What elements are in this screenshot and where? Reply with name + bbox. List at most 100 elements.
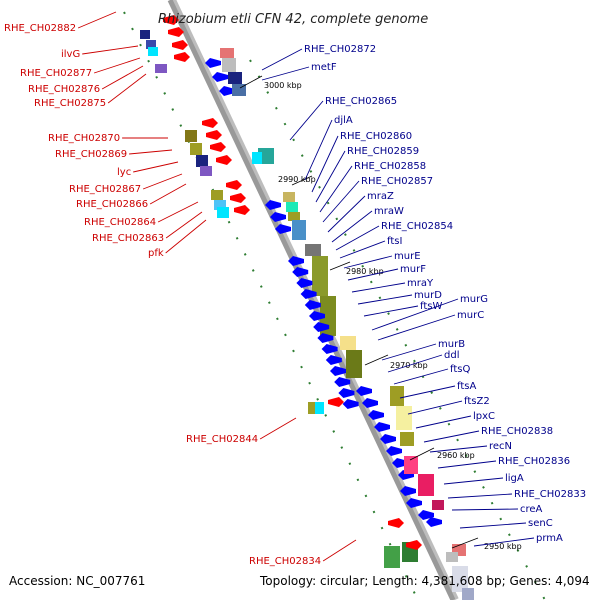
accession-text: Accession: NC_007761 [9, 574, 146, 588]
feature-block [404, 456, 418, 474]
tick-label-2960-kbp: 2960 kbp [437, 451, 475, 460]
genome-backbone [167, 0, 456, 600]
label-leader [443, 477, 504, 485]
gene-label-pfk: pfk [148, 248, 164, 259]
label-leader [351, 282, 406, 293]
gene-label-mure: murE [394, 251, 421, 262]
feature-block [222, 58, 236, 72]
gene-label-mraz: mraZ [367, 191, 394, 202]
gene-label-murg: murG [460, 294, 488, 305]
label-leader [165, 211, 203, 239]
reverse-gene-arrow [368, 410, 384, 420]
label-leader [315, 150, 346, 203]
forward-gene-arrow [234, 205, 250, 215]
gene-label-rhe-ch02859: RHE_CH02859 [347, 146, 419, 157]
gene-label-rhe-ch02860: RHE_CH02860 [340, 131, 412, 142]
label-leader [343, 255, 393, 269]
feature-block [200, 166, 212, 176]
forward-gene-arrow [168, 27, 184, 37]
gene-label-rhe-ch02867: RHE_CH02867 [69, 184, 141, 195]
feature-layer [123, 0, 546, 600]
label-leader [347, 268, 399, 281]
gene-label-crea: creA [520, 504, 543, 515]
feature-block [315, 402, 324, 414]
gene-label-rhe-ch02858: RHE_CH02858 [354, 161, 426, 172]
gene-label-mraw: mraW [374, 206, 404, 217]
gene-label-rhe-ch02864: RHE_CH02864 [84, 217, 156, 228]
gene-label-rhe-ch02876: RHE_CH02876 [28, 84, 100, 95]
forward-gene-arrow [206, 130, 222, 140]
feature-block [140, 30, 150, 39]
label-leader [377, 314, 456, 341]
feature-block [155, 64, 167, 73]
feature-block [146, 40, 156, 49]
label-leader [473, 537, 535, 547]
reverse-gene-arrow [338, 388, 355, 398]
label-leader [331, 210, 373, 243]
label-leader [393, 368, 449, 385]
forward-gene-arrow [230, 193, 246, 203]
gene-label-prma: prmA [536, 533, 563, 544]
label-leader [133, 161, 179, 173]
label-leader [363, 305, 419, 317]
gene-label-rhe-ch02865: RHE_CH02865 [325, 96, 397, 107]
forward-gene-arrow [406, 540, 422, 550]
feature-block [452, 566, 468, 592]
label-leader [107, 73, 147, 104]
tick-label-3000-kbp: 3000 kbp [264, 81, 302, 90]
gene-label-murd: murD [414, 290, 442, 301]
gene-label-rhe-ch02844: RHE_CH02844 [186, 434, 258, 445]
label-leader [371, 298, 459, 331]
feature-block [384, 546, 400, 568]
label-leader [93, 57, 141, 74]
label-leader [459, 522, 527, 529]
label-leader [149, 183, 187, 205]
reverse-gene-arrow [309, 311, 325, 321]
gene-label-lyc: lyc [117, 167, 131, 178]
feature-block [288, 212, 300, 221]
gene-label-rhe-ch02833: RHE_CH02833 [514, 489, 586, 500]
gene-label-ilvg: ilvG [61, 49, 80, 60]
gene-label-rhe-ch02838: RHE_CH02838 [481, 426, 553, 437]
reverse-gene-arrow [321, 344, 338, 354]
reverse-gene-arrow [265, 200, 281, 210]
label-leader [327, 195, 366, 233]
label-leader [357, 294, 413, 305]
gene-label-ftsw: ftsW [420, 301, 442, 312]
label-leader [423, 430, 480, 443]
reverse-gene-arrow [362, 398, 378, 408]
gene-label-liga: ligA [505, 473, 524, 484]
feature-block [286, 202, 298, 212]
map-title: Rhizobium etli CFN 42, complete genome [158, 12, 428, 27]
label-leader [381, 343, 437, 361]
gene-label-rhe-ch02834: RHE_CH02834 [249, 556, 321, 567]
gene-label-ddl: ddl [444, 350, 459, 361]
gene-label-rhe-ch02866: RHE_CH02866 [76, 199, 148, 210]
label-leader [447, 493, 513, 499]
gene-label-rhe-ch02869: RHE_CH02869 [55, 149, 127, 160]
label-leader [82, 45, 139, 55]
gene-label-rhe-ch02854: RHE_CH02854 [381, 221, 453, 232]
reverse-gene-arrow [270, 212, 286, 222]
feature-block [432, 500, 444, 510]
feature-block [228, 72, 242, 84]
feature-block [217, 207, 229, 218]
label-leader [101, 65, 144, 90]
forward-gene-arrow [216, 155, 232, 165]
label-leader [319, 165, 353, 213]
gene-label-murf: murF [400, 264, 426, 275]
tick-label-2990-kbp: 2990 kbp [278, 175, 316, 184]
gene-label-murb: murB [438, 339, 465, 350]
feature-block [340, 336, 356, 350]
forward-gene-arrow [210, 142, 226, 152]
reverse-gene-arrow [426, 517, 442, 527]
forward-gene-arrow [163, 15, 179, 25]
feature-block [196, 155, 208, 167]
forward-gene-arrow [226, 180, 242, 190]
reverse-gene-arrow [418, 510, 434, 520]
label-leader [407, 400, 463, 415]
gene-label-rhe-ch02882: RHE_CH02882 [4, 23, 76, 34]
gene-label-rhe-ch02857: RHE_CH02857 [361, 176, 433, 187]
reverse-gene-arrow [288, 256, 304, 266]
